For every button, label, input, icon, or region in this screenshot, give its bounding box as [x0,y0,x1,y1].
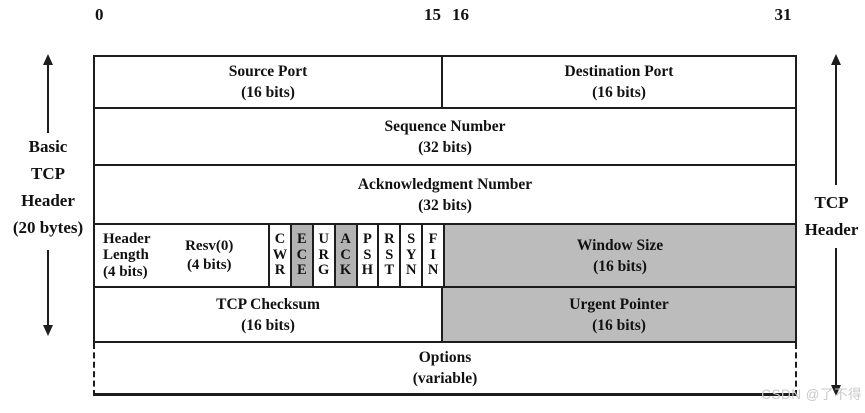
right-arrow-up-head [831,54,841,65]
field-destination-port: Destination Port (16 bits) [443,57,795,107]
field-window-size: Window Size (16 bits) [443,225,795,286]
table-row: Acknowledgment Number (32 bits) [95,166,795,225]
field-tcp-checksum: TCP Checksum (16 bits) [95,288,443,341]
field-size: (variable) [412,370,478,387]
field-size: (16 bits) [592,316,646,334]
table-row: Header Length (4 bits) Resv(0) (4 bits) … [95,225,795,288]
field-size: (4 bits) [186,256,232,273]
tcp-header-label-line: Header [804,220,859,239]
left-arrow-lower-line [47,250,49,327]
bit-label-31: 31 [774,5,792,24]
csdn-watermark: CSDN @了不得 [761,387,862,402]
tcp-header-label-line: TCP [814,193,849,212]
basic-label-line: TCP [31,164,65,183]
right-arrow-down-head [831,385,841,396]
field-title: Sequence Number [384,117,506,135]
field-sequence-number: Sequence Number (32 bits) [95,109,795,164]
field-size: (16 bits) [592,84,646,101]
bit-label-16: 16 [452,5,469,24]
field-options: Options (variable) [93,343,797,396]
basic-tcp-header-label: Basic TCP Header (20 bytes) [0,133,96,241]
table-row: Sequence Number (32 bits) [95,109,795,166]
left-arrow-up-head [43,54,53,65]
tcp-header-table: Source Port (16 bits) Destination Port (… [93,55,797,343]
field-resv: Resv(0) (4 bits) [150,237,268,275]
basic-label-line: Header [21,191,75,210]
field-title: Header [103,230,151,247]
field-source-port: Source Port (16 bits) [95,57,443,107]
field-acknowledgment-number: Acknowledgment Number (32 bits) [95,166,795,223]
bit-label-15: 15 [424,5,441,24]
basic-label-line: Basic [28,137,68,156]
field-size: (16 bits) [241,84,295,101]
field-size: (32 bits) [418,196,472,214]
left-arrow-down-head [43,325,53,336]
field-title: Resv(0) [185,237,234,254]
field-header-length-resv: Header Length (4 bits) Resv(0) (4 bits) [95,225,268,286]
tcp-header-label: TCP Header [798,189,865,243]
field-title: Urgent Pointer [569,295,669,313]
field-title: TCP Checksum [216,295,320,313]
field-title: Acknowledgment Number [357,175,533,193]
field-title: Options [418,349,472,366]
field-title: Window Size [576,236,664,254]
field-title: Destination Port [564,63,674,80]
field-title: Source Port [228,63,308,80]
bit-label-0: 0 [95,5,104,24]
left-arrow-upper-line [47,63,49,133]
right-arrow-lower-line [835,248,837,387]
field-size: (32 bits) [418,138,472,156]
basic-label-line: (20 bytes) [12,218,84,237]
field-size: (16 bits) [593,257,647,275]
field-size: (16 bits) [241,316,295,334]
table-row: Source Port (16 bits) Destination Port (… [95,57,795,109]
field-size: (4 bits) [103,263,148,280]
field-title: Length [103,247,149,264]
right-arrow-upper-line [835,63,837,185]
field-urgent-pointer: Urgent Pointer (16 bits) [443,288,795,341]
field-header-length: Header Length (4 bits) [103,231,150,281]
table-row: TCP Checksum (16 bits) Urgent Pointer (1… [95,288,795,341]
